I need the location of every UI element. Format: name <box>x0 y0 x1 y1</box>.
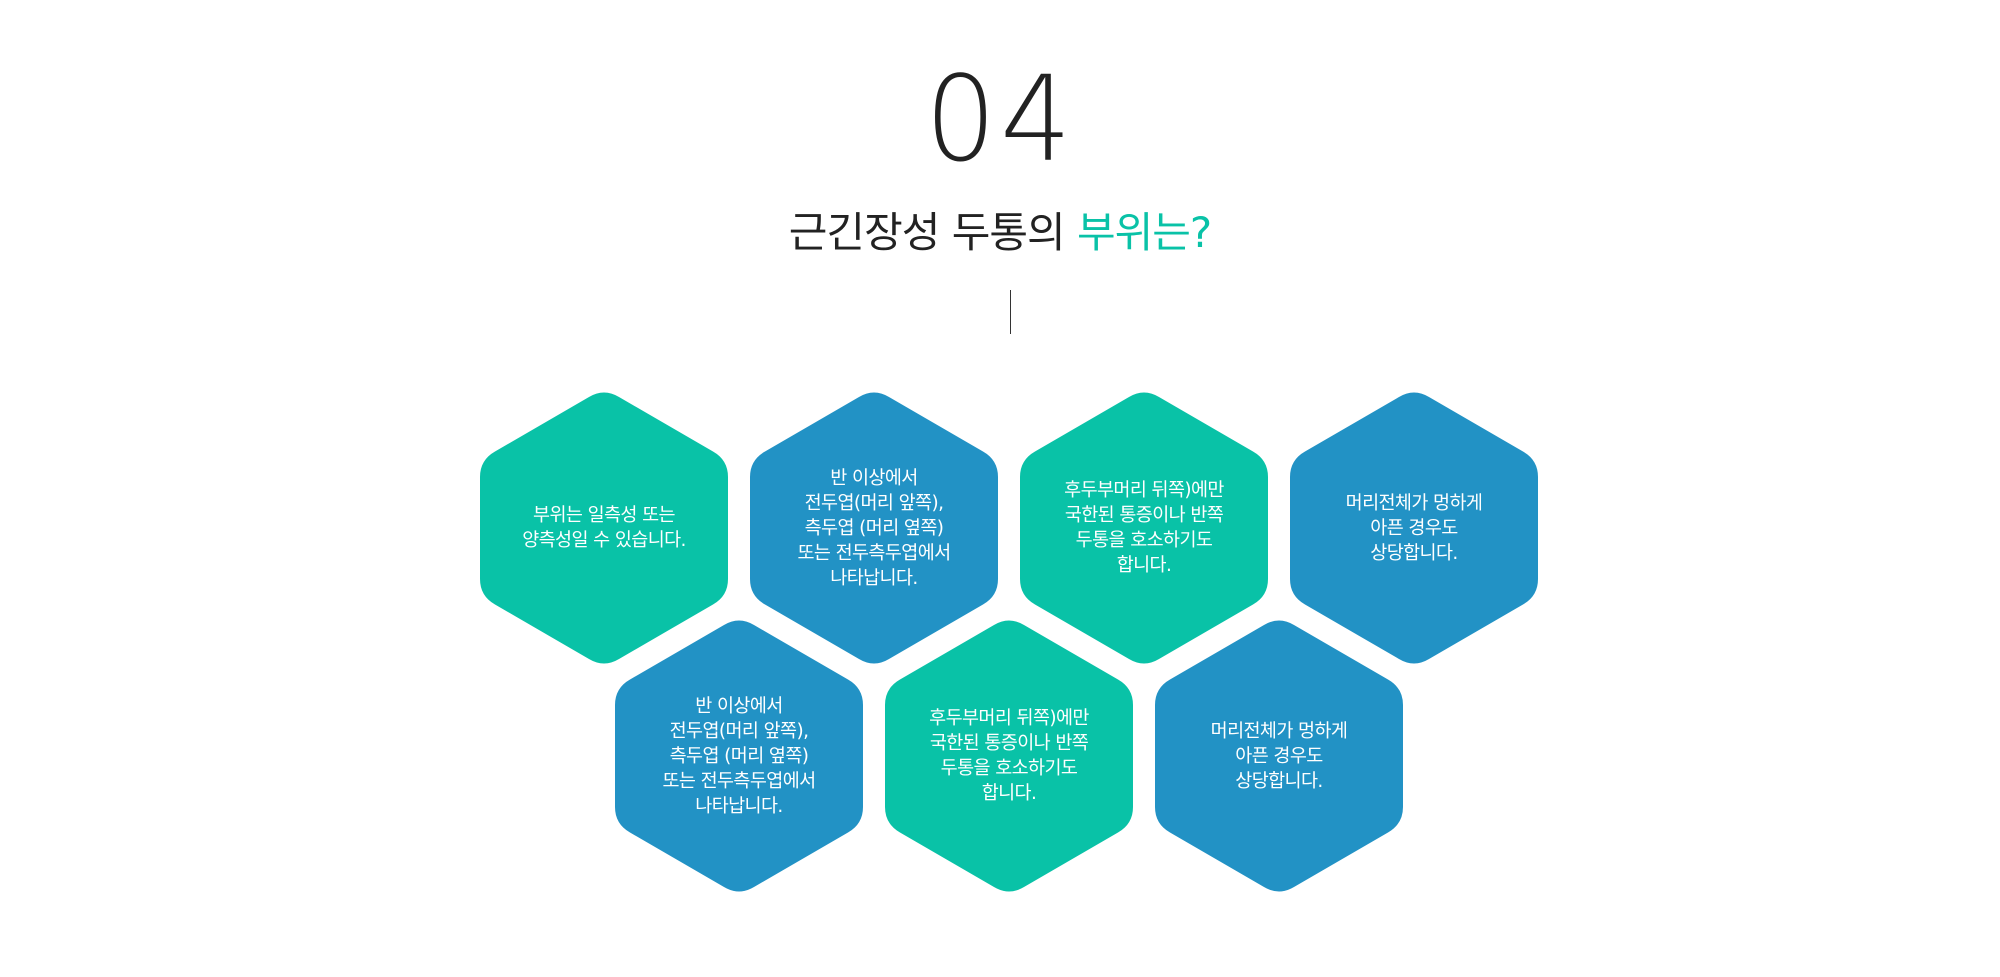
hexagon-text: 반 이상에서 전두엽(머리 앞쪽), 측두엽 (머리 옆쪽) 또는 전두측두엽에… <box>797 467 951 589</box>
hexagon-text: 후두부머리 뒤쪽)에만 국한된 통증이나 반쪽 두통을 호소하기도 합니다. <box>1064 480 1224 576</box>
hexagon-text: 머리전체가 멍하게 아픈 경우도 상당합니다. <box>1210 720 1348 792</box>
section-title: 근긴장성 두통의 부위는? <box>500 203 1500 263</box>
title-divider <box>1010 290 1011 334</box>
hexagon-text: 머리전체가 멍하게 아픈 경우도 상당합니다. <box>1345 492 1483 564</box>
section-title-accent: 부위는? <box>1076 208 1212 257</box>
hexagon-card-3: 후두부머리 뒤쪽)에만 국한된 통증이나 반쪽 두통을 호소하기도 합니다. <box>1020 388 1268 668</box>
hexagon-shape <box>750 392 998 664</box>
hexagon-card-6: 후두부머리 뒤쪽)에만 국한된 통증이나 반쪽 두통을 호소하기도 합니다. <box>885 616 1133 896</box>
hexagon-shape <box>1020 392 1268 664</box>
hexagon-card-2: 반 이상에서 전두엽(머리 앞쪽), 측두엽 (머리 옆쪽) 또는 전두측두엽에… <box>750 388 998 668</box>
hexagon-shape <box>885 620 1133 892</box>
section-number: 04 <box>924 72 1076 167</box>
hexagon-text: 반 이상에서 전두엽(머리 앞쪽), 측두엽 (머리 옆쪽) 또는 전두측두엽에… <box>662 695 816 817</box>
hexagon-card-5: 반 이상에서 전두엽(머리 앞쪽), 측두엽 (머리 옆쪽) 또는 전두측두엽에… <box>615 616 863 896</box>
section-title-text: 근긴장성 두통의 <box>788 208 1077 257</box>
hexagon-card-4: 머리전체가 멍하게 아픈 경우도 상당합니다. <box>1290 388 1538 668</box>
hexagon-text: 부위는 일측성 또는 양측성일 수 있습니다. <box>522 505 686 551</box>
hexagon-shape <box>615 620 863 892</box>
hexagon-card-1: 부위는 일측성 또는 양측성일 수 있습니다. <box>480 388 728 668</box>
hexagon-card-7: 머리전체가 멍하게 아픈 경우도 상당합니다. <box>1155 616 1403 896</box>
hexagon-shape <box>1290 392 1538 664</box>
hexagon-shape <box>480 392 728 664</box>
hexagon-text: 후두부머리 뒤쪽)에만 국한된 통증이나 반쪽 두통을 호소하기도 합니다. <box>929 708 1089 804</box>
hexagon-shape <box>1155 620 1403 892</box>
